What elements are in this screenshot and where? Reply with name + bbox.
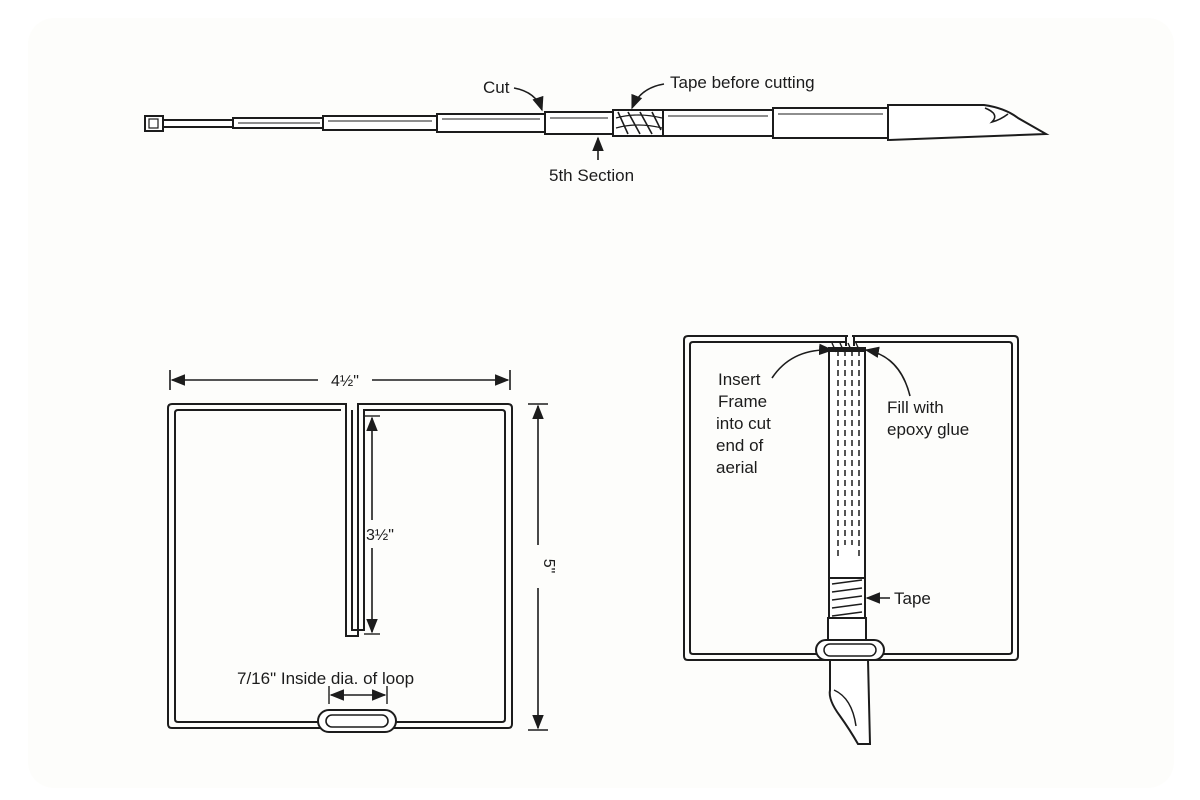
antenna-section-5: [544, 111, 614, 135]
aerial-tube: [815, 342, 885, 745]
epoxy-arrow: [864, 346, 911, 397]
tape-wrap: [612, 109, 664, 137]
height-dimension-label: 5": [540, 559, 557, 574]
fifth-section-label: 5th Section: [549, 166, 634, 185]
antenna-section-6: [662, 109, 774, 137]
slot-length-label: 3½": [366, 527, 394, 544]
aerial-base: [828, 659, 872, 745]
insert-frame-label: Insert Frame into cut end of aerial: [716, 370, 776, 477]
antenna-section-1: [162, 119, 234, 128]
antenna-section-4: [436, 113, 546, 133]
tape-label: Tape: [894, 589, 931, 608]
antenna-base: [887, 104, 1050, 142]
frame-outline: [167, 403, 513, 733]
epoxy-label: Fill with epoxy glue: [887, 398, 969, 439]
insert-frame-arrow: [771, 343, 834, 379]
antenna-section-3: [322, 115, 438, 131]
loop-diameter-label: 7/16" Inside dia. of loop: [237, 669, 414, 688]
tape-before-cutting-label: Tape before cutting: [670, 73, 815, 92]
tape-before-cutting-arrow: [631, 83, 665, 110]
telescopic-antenna: [144, 104, 1050, 142]
antenna-section-7: [772, 107, 889, 139]
width-dimension-label: 4½": [331, 373, 359, 390]
cut-label: Cut: [483, 78, 510, 97]
cut-arrow: [513, 87, 544, 112]
